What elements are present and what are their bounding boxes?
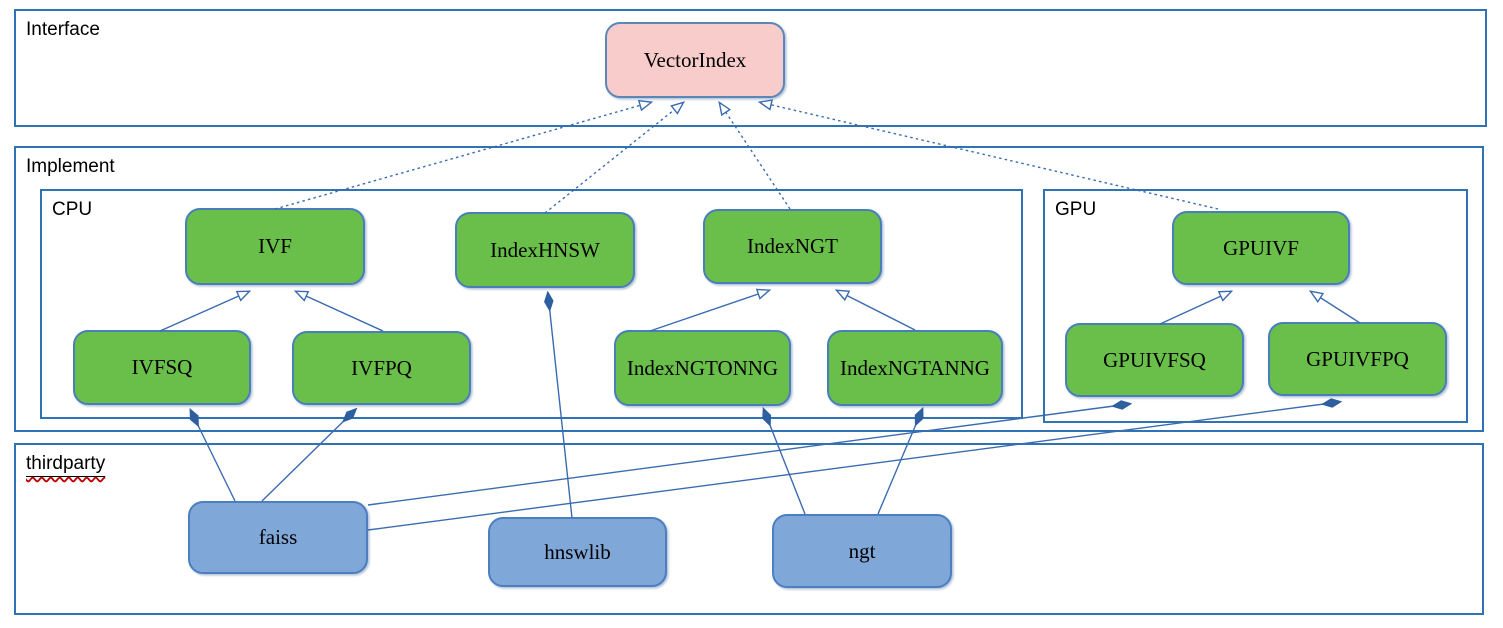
node-indexngtanng: IndexNGTANNG	[827, 330, 1003, 406]
section-implement-label: Implement	[26, 156, 115, 177]
node-gpuivf: GPUIVF	[1172, 211, 1350, 285]
node-vectorindex: VectorIndex	[605, 22, 785, 98]
node-gpuivfsq: GPUIVFSQ	[1065, 323, 1244, 397]
node-gpuivfpq: GPUIVFPQ	[1268, 322, 1447, 396]
node-ivfsq-label: IVFSQ	[131, 355, 193, 379]
section-cpu-label: CPU	[52, 199, 93, 220]
node-ivf-label: IVF	[258, 234, 292, 258]
node-ivfpq-label: IVFPQ	[351, 355, 412, 380]
node-gpuivfsq-label: GPUIVFSQ	[1103, 347, 1206, 372]
section-thirdparty-label: thirdparty	[26, 453, 106, 474]
node-ngt-label: ngt	[848, 538, 876, 563]
node-indexhnsw-label: IndexHNSW	[490, 237, 600, 262]
node-ivfpq: IVFPQ	[292, 331, 471, 405]
node-ngt: ngt	[772, 514, 952, 588]
node-ivfsq: IVFSQ	[73, 330, 251, 405]
node-indexngtanng-label: IndexNGTANNG	[840, 355, 990, 380]
node-vectorindex-label: VectorIndex	[643, 47, 747, 72]
node-gpuivf-label: GPUIVF	[1223, 235, 1299, 260]
node-indexngtonng: IndexNGTONNG	[614, 330, 791, 406]
section-gpu-label: GPU	[1055, 199, 1097, 220]
node-ivf: IVF	[185, 208, 365, 285]
node-gpuivfpq-label: GPUIVFPQ	[1306, 346, 1409, 371]
node-indexhnsw: IndexHNSW	[455, 212, 635, 288]
node-hnswlib-label: hnswlib	[544, 539, 611, 564]
section-interface-label: Interface	[26, 19, 100, 40]
node-indexngtonng-label: IndexNGTONNG	[626, 355, 779, 380]
node-indexngt-label: IndexNGT	[747, 234, 838, 258]
node-faiss-label: faiss	[258, 525, 298, 549]
node-indexngt: IndexNGT	[703, 209, 882, 284]
node-faiss: faiss	[188, 501, 368, 574]
node-hnswlib: hnswlib	[488, 517, 667, 587]
